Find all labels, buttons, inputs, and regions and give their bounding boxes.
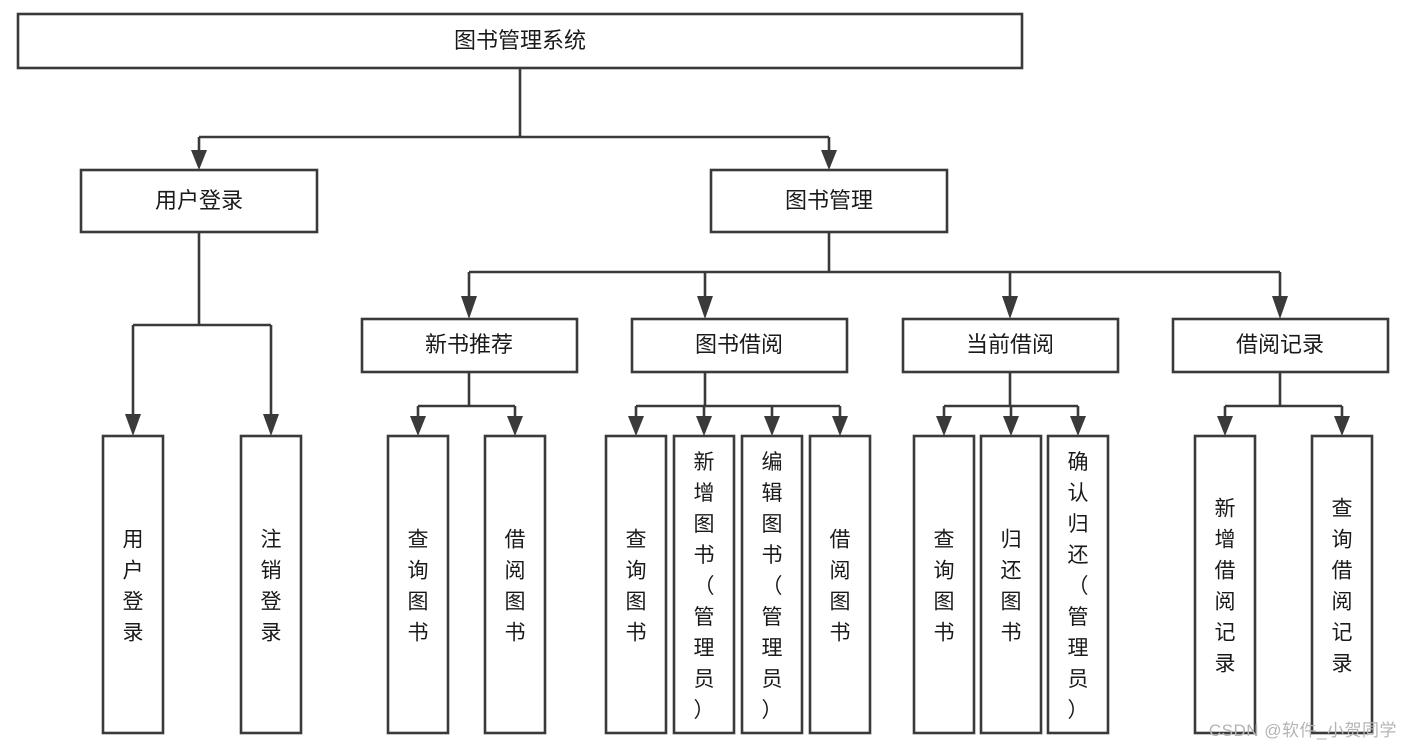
node-book-manage-box[interactable]: [709, 168, 949, 234]
leaf-box-borrow-record-1[interactable]: [1310, 434, 1374, 735]
leaf-node[interactable]: 查询借阅记录: [1310, 434, 1374, 735]
arrow-ul-child-1: [263, 414, 279, 436]
arrow-to-book-borrow: [697, 296, 713, 319]
leaf-node[interactable]: 查询图书: [386, 434, 450, 735]
leaf-node[interactable]: 注销登录: [239, 434, 303, 735]
leaf-node[interactable]: 编辑图书（管理员）: [740, 434, 804, 735]
leaf-label-current-borrow-1: 归还图书: [1001, 529, 1022, 645]
leaf-box-book-borrow-2[interactable]: [740, 434, 804, 735]
leaf-label-book-borrow-1: 新增图书（管理员）: [694, 451, 715, 722]
connector-group: [125, 68, 1350, 436]
arrow-to-book-manage: [821, 150, 837, 170]
leaf-label-user-login-1: 注销登录: [261, 529, 282, 645]
arrow-cb-child-1: [1003, 416, 1019, 436]
leaf-box-new-book-1[interactable]: [483, 434, 547, 735]
leaf-box-book-borrow-1[interactable]: [672, 434, 736, 735]
arrow-nb-child-0: [410, 416, 426, 436]
leaf-label-new-book-0: 查询图书: [408, 529, 429, 645]
node-current-borrow-label: 当前借阅: [966, 332, 1054, 357]
leaf-box-current-borrow-2[interactable]: [1046, 434, 1110, 735]
node-root-label: 图书管理系统: [454, 28, 586, 53]
leaf-box-new-book-0[interactable]: [386, 434, 450, 735]
node-new-book-recommend-box[interactable]: [360, 317, 579, 374]
leaf-box-current-borrow-0[interactable]: [912, 434, 976, 735]
leaf-box-user-login-0[interactable]: [101, 434, 165, 735]
node-root-box[interactable]: [16, 12, 1024, 70]
node-root[interactable]: 图书管理系统: [16, 12, 1024, 70]
node-borrow-record[interactable]: 借阅记录: [1171, 317, 1390, 374]
node-book-borrow-box[interactable]: [630, 317, 849, 374]
leaf-node[interactable]: 查询图书: [604, 434, 668, 735]
node-borrow-record-box[interactable]: [1171, 317, 1390, 374]
leaf-label-book-borrow-2: 编辑图书（管理员）: [762, 451, 783, 722]
arrow-bb-child-2: [764, 416, 780, 436]
arrow-to-user-login: [191, 150, 207, 170]
arrow-bb-child-0: [628, 416, 644, 436]
leaf-node[interactable]: 查询图书: [912, 434, 976, 735]
leaf-box-book-borrow-0[interactable]: [604, 434, 668, 735]
leaf-node[interactable]: 借阅图书: [808, 434, 872, 735]
leaf-box-user-login-1[interactable]: [239, 434, 303, 735]
node-current-borrow[interactable]: 当前借阅: [901, 317, 1120, 374]
leaf-node[interactable]: 确认归还（管理员）: [1046, 434, 1110, 735]
arrow-cb-child-2: [1070, 416, 1086, 436]
leaf-label-current-borrow-2: 确认归还（管理员）: [1068, 451, 1089, 722]
leaf-box-book-borrow-3[interactable]: [808, 434, 872, 735]
arrow-to-current-borrow: [1002, 296, 1018, 319]
arrow-ul-child-0: [125, 414, 141, 436]
node-user-login[interactable]: 用户登录: [79, 168, 319, 234]
arrow-bb-child-3: [832, 416, 848, 436]
leaf-box-borrow-record-0[interactable]: [1193, 434, 1257, 735]
node-book-manage[interactable]: 图书管理: [709, 168, 949, 234]
leaf-box-current-borrow-1[interactable]: [979, 434, 1043, 735]
arrow-br-child-1: [1334, 416, 1350, 436]
arrow-cb-child-0: [936, 416, 952, 436]
node-book-borrow[interactable]: 图书借阅: [630, 317, 849, 374]
arrow-to-borrow-record: [1272, 296, 1288, 319]
leaf-node[interactable]: 新增图书（管理员）: [672, 434, 736, 735]
arrow-nb-child-1: [507, 416, 523, 436]
leaf-label-new-book-1: 借阅图书: [505, 529, 526, 645]
node-book-borrow-label: 图书借阅: [695, 332, 783, 357]
node-user-login-label: 用户登录: [155, 188, 243, 213]
leaf-label-borrow-record-1: 查询借阅记录: [1332, 498, 1353, 676]
node-book-manage-label: 图书管理: [785, 188, 873, 213]
leaf-node[interactable]: 新增借阅记录: [1193, 434, 1257, 735]
leaf-label-user-login-0: 用户登录: [123, 529, 144, 645]
arrow-bb-child-1: [696, 416, 712, 436]
leaf-node[interactable]: 归还图书: [979, 434, 1043, 735]
leaf-label-book-borrow-3: 借阅图书: [830, 529, 851, 645]
arrow-to-new-book: [461, 296, 477, 319]
node-borrow-record-label: 借阅记录: [1236, 332, 1324, 357]
node-new-book-recommend-label: 新书推荐: [425, 332, 513, 357]
arrow-br-child-0: [1217, 416, 1233, 436]
leaf-label-borrow-record-0: 新增借阅记录: [1215, 498, 1236, 676]
node-new-book-recommend[interactable]: 新书推荐: [360, 317, 579, 374]
node-current-borrow-box[interactable]: [901, 317, 1120, 374]
leaf-label-current-borrow-0: 查询图书: [934, 529, 955, 645]
leaf-node[interactable]: 用户登录: [101, 434, 165, 735]
leaf-node[interactable]: 借阅图书: [483, 434, 547, 735]
leaf-label-book-borrow-0: 查询图书: [626, 529, 647, 645]
node-user-login-box[interactable]: [79, 168, 319, 234]
